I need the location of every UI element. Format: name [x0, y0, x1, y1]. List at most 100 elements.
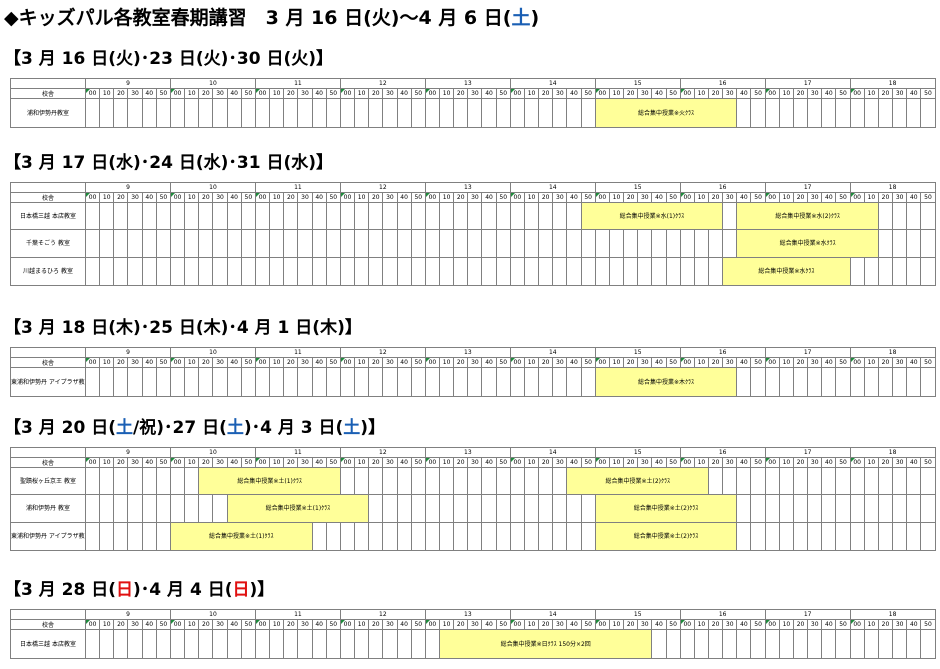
time-slot — [778, 629, 794, 659]
minute-label: 00 — [764, 88, 780, 99]
minute-label: 10 — [523, 192, 540, 203]
minute-label: 50 — [325, 357, 341, 368]
time-slot — [679, 257, 695, 286]
minute-label: 00 — [764, 192, 780, 203]
time-slot — [920, 202, 936, 230]
time-slot — [254, 98, 271, 128]
time-slot — [906, 494, 922, 523]
time-slot — [424, 629, 441, 659]
time-slot — [169, 367, 186, 397]
time-slot — [438, 257, 455, 286]
time-slot — [212, 367, 228, 397]
minute-label: 40 — [736, 457, 752, 468]
minute-label: 20 — [283, 619, 299, 630]
time-slot — [155, 229, 171, 258]
hour-label: 18 — [849, 347, 936, 358]
minute-label: 30 — [382, 88, 398, 99]
time-slot — [467, 98, 483, 128]
time-slot — [368, 629, 384, 659]
hour-label: 15 — [594, 182, 681, 193]
minute-label: 00 — [84, 88, 101, 99]
time-slot — [198, 202, 214, 230]
minute-label: 50 — [495, 457, 511, 468]
class-session-bar: 総合集中授業※土(2)ｸﾗｽ — [566, 467, 710, 495]
time-slot — [495, 367, 511, 397]
minute-label: 20 — [877, 457, 894, 468]
class-session-bar: 総合集中授業※木ｸﾗｽ — [594, 367, 738, 397]
time-slot — [339, 367, 356, 397]
hour-label: 15 — [594, 447, 681, 458]
time-slot — [538, 494, 554, 523]
time-slot — [736, 629, 752, 659]
minute-label: 00 — [169, 357, 186, 368]
minute-label: 30 — [722, 619, 738, 630]
time-slot — [339, 522, 356, 551]
time-slot — [552, 522, 568, 551]
minute-label: 40 — [481, 457, 497, 468]
time-slot — [920, 367, 936, 397]
section-title-part: 日 — [116, 580, 134, 600]
hour-label: 12 — [339, 447, 426, 458]
minute-label: 30 — [722, 192, 738, 203]
hour-label: 15 — [594, 609, 681, 620]
time-slot — [410, 629, 426, 659]
time-slot — [722, 229, 738, 258]
minute-label: 20 — [708, 457, 724, 468]
minute-label: 00 — [509, 192, 525, 203]
minute-label: 30 — [212, 457, 228, 468]
minute-label: 00 — [764, 357, 780, 368]
time-slot — [155, 98, 171, 128]
time-slot — [99, 629, 115, 659]
time-slot — [438, 98, 455, 128]
hour-label: 11 — [254, 609, 341, 620]
time-slot — [481, 98, 497, 128]
minute-label: 50 — [665, 457, 681, 468]
time-slot — [679, 629, 695, 659]
time-slot — [509, 257, 525, 286]
time-slot — [396, 367, 412, 397]
minute-label: 30 — [382, 192, 398, 203]
time-slot — [127, 494, 143, 523]
time-slot — [467, 494, 483, 523]
time-slot — [750, 522, 766, 551]
minute-label: 40 — [226, 88, 242, 99]
time-slot — [906, 522, 922, 551]
time-slot — [184, 367, 200, 397]
minute-label: 20 — [538, 88, 554, 99]
time-slot — [254, 229, 271, 258]
minute-label: 20 — [198, 88, 214, 99]
hour-label: 18 — [849, 447, 936, 458]
minute-label: 20 — [538, 619, 554, 630]
hour-header-blank — [10, 609, 86, 620]
minute-label: 20 — [877, 619, 894, 630]
hour-label: 12 — [339, 347, 426, 358]
hour-label: 13 — [424, 609, 511, 620]
minute-label: 30 — [722, 457, 738, 468]
time-slot — [892, 367, 908, 397]
hour-label: 14 — [509, 182, 596, 193]
time-slot — [297, 229, 313, 258]
minute-label: 10 — [184, 457, 200, 468]
time-slot — [141, 494, 157, 523]
time-slot — [226, 202, 242, 230]
minute-label: 50 — [750, 357, 766, 368]
time-slot — [311, 229, 327, 258]
minute-label: 10 — [438, 357, 455, 368]
minute-label: 10 — [438, 88, 455, 99]
time-slot — [325, 367, 341, 397]
time-slot — [863, 98, 879, 128]
minute-label: 30 — [892, 357, 908, 368]
time-slot — [113, 467, 129, 495]
minute-label: 40 — [906, 88, 922, 99]
time-slot — [212, 202, 228, 230]
time-slot — [339, 629, 356, 659]
time-slot — [99, 202, 115, 230]
time-slot — [481, 467, 497, 495]
time-slot — [877, 522, 894, 551]
time-slot — [608, 257, 625, 286]
time-slot — [835, 522, 851, 551]
minute-label: 50 — [665, 192, 681, 203]
time-slot — [892, 467, 908, 495]
minute-label: 10 — [99, 357, 115, 368]
